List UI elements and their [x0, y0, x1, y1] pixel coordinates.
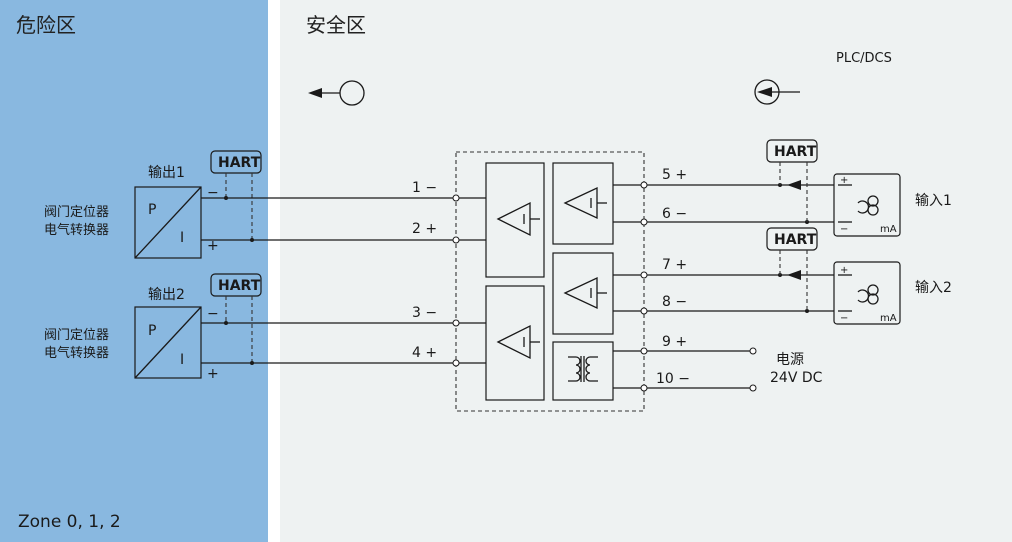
isolator-enclosure	[455, 151, 645, 412]
p-label: P	[148, 323, 156, 339]
input-minus: −	[840, 224, 848, 235]
plc-label: PLC/DCS	[836, 51, 892, 66]
field-wiring	[201, 197, 456, 364]
input-module-2: HART + − mA 输入2	[766, 227, 952, 325]
field-device-2: 输出2 阀门定位器 电气转换器 P I − + HART	[44, 273, 262, 382]
hart-label: HART	[218, 155, 261, 171]
terminal-5-label: 5 +	[662, 167, 687, 183]
safe-zone-title: 安全区	[306, 13, 366, 37]
output-label: 输出2	[148, 287, 185, 303]
device-name-line2: 电气转换器	[44, 345, 109, 361]
terminal-8-label: 8 −	[662, 294, 687, 310]
hart-badge	[766, 139, 818, 163]
hart-label: HART	[774, 144, 817, 160]
left-block-1	[485, 162, 545, 278]
plus-sign: +	[207, 238, 219, 254]
hart-label: HART	[774, 232, 817, 248]
power-wiring	[647, 347, 757, 392]
input-box	[833, 261, 901, 325]
converter-diagonal	[134, 306, 202, 379]
output-label: 输出1	[148, 165, 185, 181]
converter-box	[134, 306, 202, 379]
terminal-3-label: 3 −	[412, 305, 437, 321]
plus-sign: +	[207, 366, 219, 382]
right-block-1	[552, 162, 614, 245]
output-direction-icon	[308, 80, 365, 106]
device-name-line2: 电气转换器	[44, 222, 109, 238]
terminal-10-label: 10 −	[656, 371, 690, 387]
input-unit: mA	[880, 224, 897, 235]
field-device-1: 输出1 阀门定位器 电气转换器 P I − + HART	[44, 150, 262, 259]
hart-badge	[210, 150, 262, 174]
terminal-6-label: 6 −	[662, 206, 687, 222]
zone-separator	[268, 0, 280, 542]
hart-label: HART	[218, 278, 261, 294]
power-block	[552, 341, 614, 401]
input-label: 输入1	[915, 193, 952, 209]
i-label: I	[180, 352, 184, 368]
terminal-2-label: 2 +	[412, 221, 437, 237]
isolator-module	[452, 151, 648, 412]
left-block-2	[485, 285, 545, 401]
amplifier-icon	[496, 324, 540, 360]
i-label: I	[180, 230, 184, 246]
hart-badge	[766, 227, 818, 251]
p-label: P	[148, 202, 156, 218]
device-name-line1: 阀门定位器	[44, 328, 109, 343]
amplifier-icon	[496, 201, 540, 237]
device-name-line1: 阀门定位器	[44, 205, 109, 220]
safe-zone-background	[280, 0, 1012, 542]
minus-sign: −	[207, 306, 219, 322]
input-plus: +	[840, 265, 848, 276]
input-minus: −	[840, 313, 848, 324]
converter-diagonal	[134, 186, 202, 259]
input-unit: mA	[880, 313, 897, 324]
power-label-line2: 24V DC	[770, 370, 823, 386]
transformer-icon	[568, 356, 598, 382]
input-label: 输入2	[915, 280, 952, 296]
minus-sign: −	[207, 185, 219, 201]
input-box	[833, 173, 901, 237]
terminal-9-label: 9 +	[662, 334, 687, 350]
terminal-7-label: 7 +	[662, 257, 687, 273]
zone-footer: Zone 0, 1, 2	[18, 512, 121, 532]
plc-wiring	[647, 180, 834, 313]
terminal-4-label: 4 +	[412, 345, 437, 361]
amplifier-icon	[563, 186, 607, 220]
hart-badge	[210, 273, 262, 297]
input-module-1: HART + − mA 输入1	[766, 139, 952, 237]
amplifier-icon	[563, 276, 607, 310]
right-block-2	[552, 252, 614, 335]
input-direction-icon	[754, 79, 800, 105]
terminal-1-label: 1 −	[412, 180, 437, 196]
hazardous-zone-background	[0, 0, 268, 542]
converter-box	[134, 186, 202, 259]
power-label-line1: 电源	[776, 352, 804, 368]
input-plus: +	[840, 175, 848, 186]
hazardous-zone-title: 危险区	[16, 13, 76, 37]
